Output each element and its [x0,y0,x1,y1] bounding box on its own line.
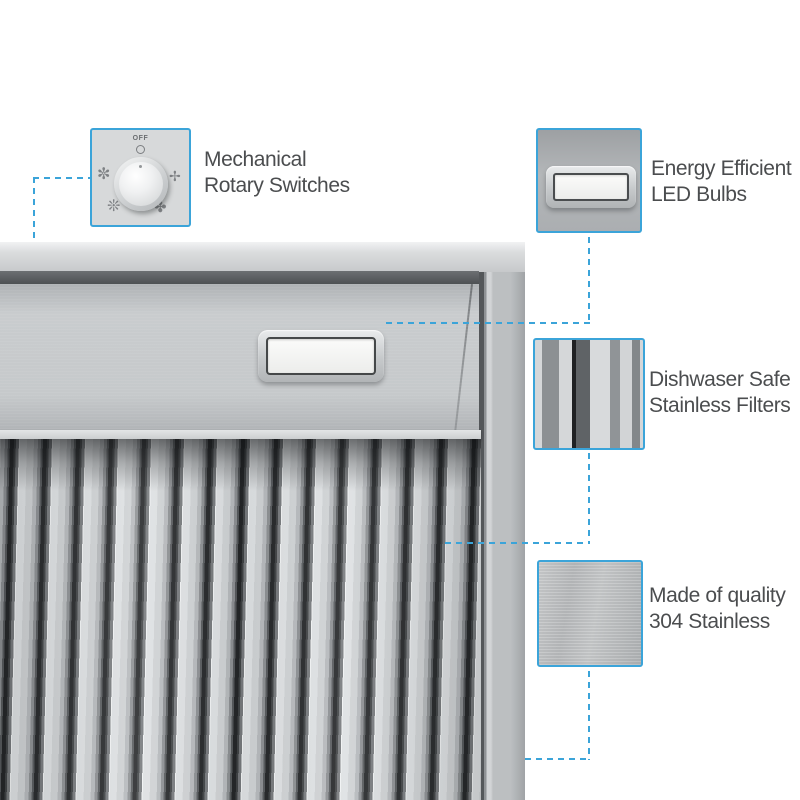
led-light [258,330,384,382]
feature-line: 304 Stainless [649,610,770,633]
connector-stainless-horizontal [525,758,590,760]
connector-led-horizontal [386,322,590,324]
feature-label-stainless-filters: Dishwaser Safe Stainless Filters [649,367,791,419]
feature-line: Energy Efficient [651,157,792,180]
feature-label-304-stainless: Made of quality 304 Stainless [649,583,786,635]
rotary-knob-marker [139,165,142,168]
rotary-knob [119,162,163,206]
feature-line: Mechanical [204,148,307,171]
callout-thumb-brushed-steel [537,560,643,667]
filter-top-rail [0,430,481,440]
led-lens [266,337,376,375]
fan-speed-icon: ❊ [107,198,121,215]
feature-line: Rotary Switches [204,174,350,197]
feature-line: Stainless Filters [649,394,791,417]
baffle-filters [0,439,481,800]
feature-label-led-bulbs: Energy Efficient LED Bulbs [651,156,792,208]
feature-line: LED Bulbs [651,183,747,206]
connector-filters-horizontal [445,542,590,544]
callout-thumb-rotary-switch: OFF ✼ ✢ ❊ ✤ [90,128,191,227]
feature-line: Dishwaser Safe [649,368,791,391]
filter-top-shade [0,439,481,491]
feature-line: Made of quality [649,584,786,607]
callout-thumb-led-bulb [536,128,642,233]
filter-sheen [0,439,481,800]
led-lens [553,173,629,201]
off-label: OFF [132,135,149,142]
hood-control-panel [0,283,479,432]
hood-top-shadow [0,271,479,285]
fan-speed-icon: ✢ [169,168,181,184]
feature-label-rotary-switches: Mechanical Rotary Switches [204,147,350,199]
hood-side-frame [477,270,525,800]
fan-speed-icon: ✼ [97,166,111,183]
connector-led-vertical [588,237,590,324]
connector-rotary-vertical [33,177,35,243]
off-position-dot [136,145,145,154]
connector-stainless-vertical [588,671,590,760]
connector-filters-vertical [588,453,590,544]
hood-top-rim [0,242,525,272]
led-light [546,166,636,208]
callout-thumb-stainless-filter [533,338,645,450]
connector-rotary-horizontal [33,177,92,179]
panel-reflection-line [454,283,473,432]
range-hood-photo: OFF ✼ ✢ ❊ ✤ [0,242,525,800]
